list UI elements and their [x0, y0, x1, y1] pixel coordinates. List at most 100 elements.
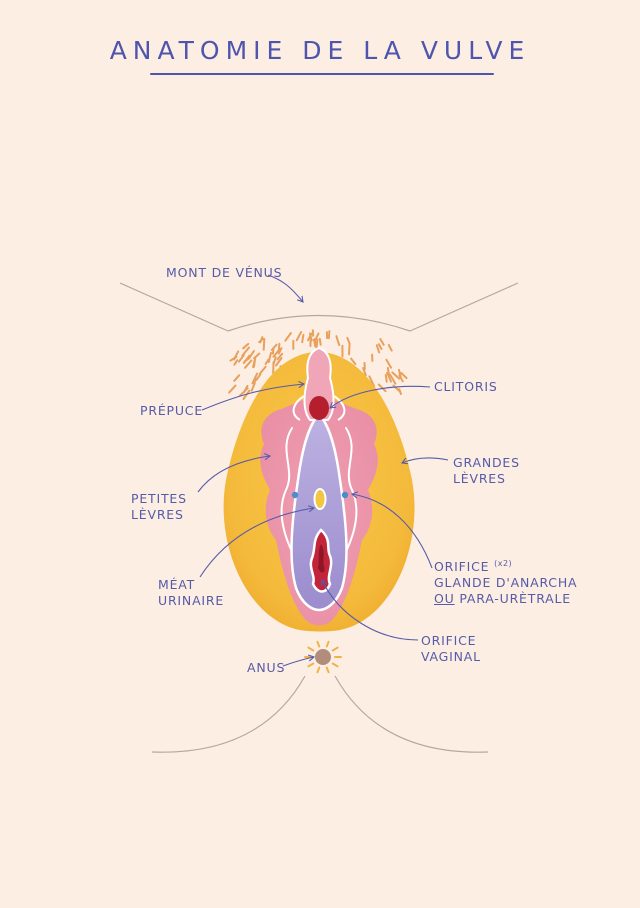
- hair-stroke: [313, 338, 317, 348]
- anus-shape: [304, 640, 342, 674]
- arrow-gland: [350, 491, 433, 569]
- label-vaginal-line1: ORIFICE: [421, 633, 477, 648]
- arrow-petites: [197, 453, 272, 493]
- gland-left: [291, 491, 299, 499]
- label-orifice-vaginal: ORIFICE VAGINAL: [421, 633, 481, 665]
- anus-ray: [325, 640, 330, 648]
- arrow-vaginal: [320, 579, 419, 641]
- hair-stroke: [242, 389, 251, 400]
- hair-stroke: [252, 356, 257, 369]
- hair-stroke: [387, 344, 393, 352]
- arrows: [197, 274, 449, 667]
- label-prepuce: PRÉPUCE: [140, 403, 204, 418]
- hair-stroke: [259, 336, 264, 344]
- label-clitoris: CLITORIS: [434, 379, 498, 394]
- hair-stroke: [386, 371, 392, 383]
- label-orifice-x2: (x2): [494, 559, 513, 568]
- label-petites-levres: PETITES LÈVRES: [131, 491, 187, 523]
- label-orifice-ou: OU: [434, 591, 455, 607]
- anus-ray: [307, 662, 315, 668]
- label-orifice-line2: GLANDE D'ANARCHA: [434, 575, 578, 591]
- anus-ray: [325, 666, 330, 674]
- anus-ray: [331, 646, 339, 652]
- anus-ray: [307, 646, 315, 652]
- hair-stroke: [398, 374, 404, 383]
- label-anus: ANUS: [247, 660, 286, 675]
- hair-stroke: [242, 342, 250, 350]
- hair-stroke: [258, 365, 267, 375]
- hair-stroke: [253, 352, 261, 360]
- label-meat-line1: MÉAT: [158, 577, 196, 592]
- hair-stroke: [239, 387, 249, 397]
- label-orifice-glande: ORIFICE (x2) GLANDE D'ANARCHA OU PARA-UR…: [434, 556, 577, 607]
- label-meat-urinaire: MÉAT URINAIRE: [158, 577, 224, 609]
- hair-stroke: [346, 336, 351, 345]
- hair-stroke: [248, 350, 255, 359]
- arrow-anus: [282, 654, 316, 667]
- inner-labia-outline-right: [337, 427, 358, 567]
- hair-stroke: [301, 333, 305, 344]
- hair-stroke: [244, 359, 253, 369]
- hair-stroke: [228, 384, 237, 394]
- label-orifice-line3: OU PARA-URÈTRALE: [434, 591, 577, 607]
- hair-stroke: [250, 382, 256, 392]
- anus-ray: [316, 640, 321, 648]
- arrow-grandes: [400, 457, 449, 465]
- hair-stroke: [272, 347, 282, 358]
- hair-stroke: [388, 373, 397, 385]
- hair-stroke: [335, 335, 341, 346]
- label-mont-venus: MONT DE VÉNUS: [166, 265, 283, 280]
- hair-stroke: [295, 331, 303, 342]
- hair-stroke: [377, 383, 387, 393]
- label-orifice-para: PARA-URÈTRALE: [454, 591, 571, 607]
- hair-stroke: [368, 375, 376, 388]
- hair-stroke: [233, 374, 241, 382]
- hair-stroke: [362, 367, 367, 377]
- hair-stroke: [314, 332, 320, 342]
- label-meat-line2: URINAIRE: [158, 593, 225, 608]
- inner-labia-outline: [280, 427, 301, 567]
- hair-stroke: [327, 330, 331, 340]
- hair-stroke: [385, 358, 393, 369]
- hair-stroke: [379, 338, 385, 346]
- gland-right: [341, 491, 349, 499]
- hair-stroke: [272, 356, 277, 365]
- hair-stroke: [391, 371, 401, 380]
- anus-ray: [331, 662, 339, 668]
- label-grandes-levres: GRANDES LÈVRES: [453, 455, 520, 487]
- prepuce-fold: [292, 395, 346, 421]
- hair-stroke: [243, 357, 251, 363]
- hair-stroke: [264, 358, 270, 365]
- hair-stroke: [308, 332, 313, 342]
- label-petites-line1: PETITES: [131, 491, 187, 506]
- label-vaginal-line2: VAGINAL: [421, 649, 481, 664]
- hair-stroke: [233, 359, 239, 366]
- vaginal-inner: [318, 544, 325, 573]
- hair-stroke: [276, 352, 284, 361]
- hair-stroke: [275, 357, 283, 367]
- label-grandes-line2: LÈVRES: [453, 471, 506, 486]
- hair-stroke: [255, 373, 262, 382]
- hair-stroke: [267, 351, 272, 363]
- hair-stroke: [284, 332, 292, 342]
- label-grandes-line1: GRANDES: [453, 455, 520, 470]
- vestibule-shape: [290, 412, 348, 612]
- body-outline: [119, 282, 519, 753]
- hair-stroke: [398, 388, 402, 395]
- arrow-clitoris: [329, 385, 431, 409]
- hair-stroke: [229, 356, 238, 362]
- hair-stroke: [318, 337, 322, 346]
- hair-stroke: [262, 338, 266, 351]
- arrow-meat: [199, 505, 316, 578]
- hair-stroke: [277, 342, 281, 351]
- label-petites-line2: LÈVRES: [131, 507, 184, 522]
- hair-stroke: [350, 357, 357, 366]
- label-orifice-line1: ORIFICE (x2): [434, 556, 577, 575]
- hair-stroke: [251, 372, 259, 385]
- hair-stroke: [238, 354, 245, 363]
- urethral-meatus: [313, 488, 327, 510]
- hair-stroke: [348, 342, 351, 356]
- anus-ray: [316, 666, 321, 674]
